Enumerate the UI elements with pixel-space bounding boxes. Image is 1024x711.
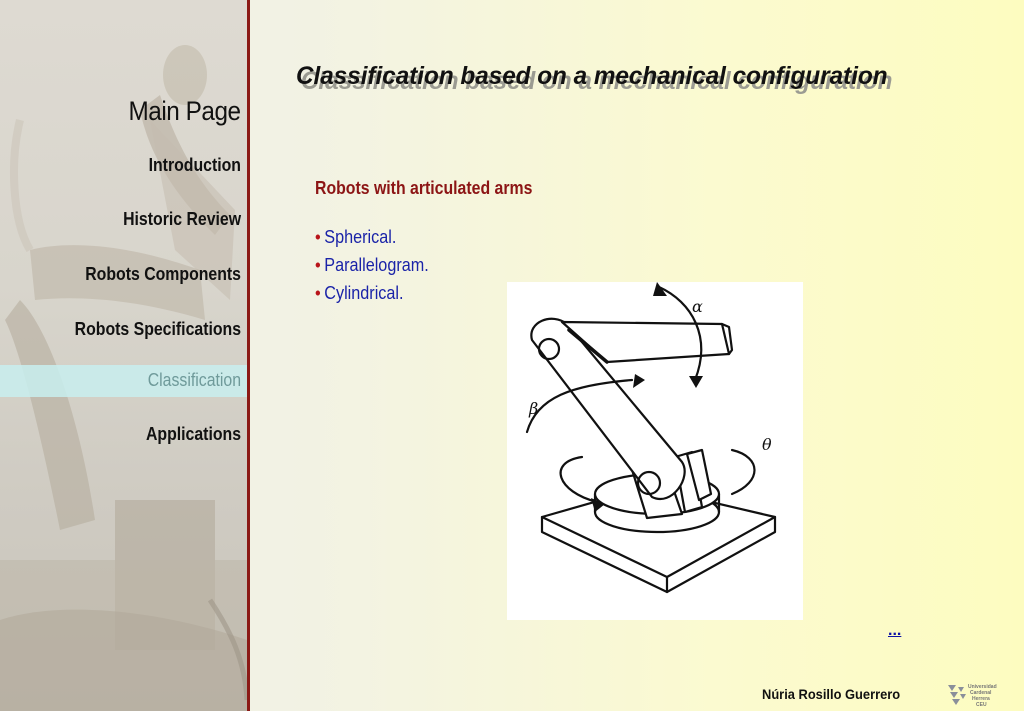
list-item: •Cylindrical. (315, 280, 429, 308)
active-nav-highlight (0, 365, 247, 397)
robot-arm-diagram: α β θ (525, 282, 777, 594)
logo-text-line-1: Universidad (968, 684, 997, 690)
bullet-icon: • (315, 283, 321, 303)
nav-main-page-title[interactable]: Main Page (128, 96, 242, 126)
list-item: •Parallelogram. (315, 252, 429, 280)
nav-item-historic-review[interactable]: Historic Review (123, 209, 241, 229)
university-logo: Universidad Cardenal Herrera CEU (948, 684, 997, 708)
beta-label: β (528, 399, 538, 418)
section-subtitle: Robots with articulated arms (315, 178, 533, 198)
bullet-icon: • (315, 255, 321, 275)
nav-item-robots-specifications[interactable]: Robots Specifications (74, 319, 241, 339)
author-name: Núria Rosillo Guerrero (761, 686, 900, 702)
bullet-icon: • (315, 227, 321, 247)
nav-item-applications[interactable]: Applications (145, 424, 241, 444)
sidebar-divider (247, 0, 250, 711)
bullet-text: Cylindrical. (324, 283, 404, 303)
slide-title: Classification based on a mechanical con… (296, 62, 888, 90)
theta-label: θ (762, 435, 772, 454)
bullet-text: Parallelogram. (324, 255, 429, 275)
bullet-text: Spherical. (324, 227, 397, 247)
list-item: •Spherical. (315, 224, 429, 252)
robot-arm-background-photo (0, 45, 247, 711)
logo-text-line-2: Cardenal (970, 690, 992, 696)
logo-text-line-4: CEU (976, 702, 987, 708)
logo-text-line-3: Herrera (972, 696, 990, 702)
sidebar: Main Page Introduction Historic Review R… (0, 0, 247, 711)
bullet-list: •Spherical. •Parallelogram. •Cylindrical… (315, 224, 429, 308)
more-link[interactable]: ... (888, 622, 902, 639)
nav-item-robots-components[interactable]: Robots Components (85, 264, 241, 284)
nav-item-classification[interactable]: Classification (147, 370, 241, 390)
nav-item-introduction[interactable]: Introduction (148, 155, 241, 175)
alpha-label: α (692, 297, 703, 316)
articulated-robot-arm-figure: α β θ (507, 282, 803, 620)
